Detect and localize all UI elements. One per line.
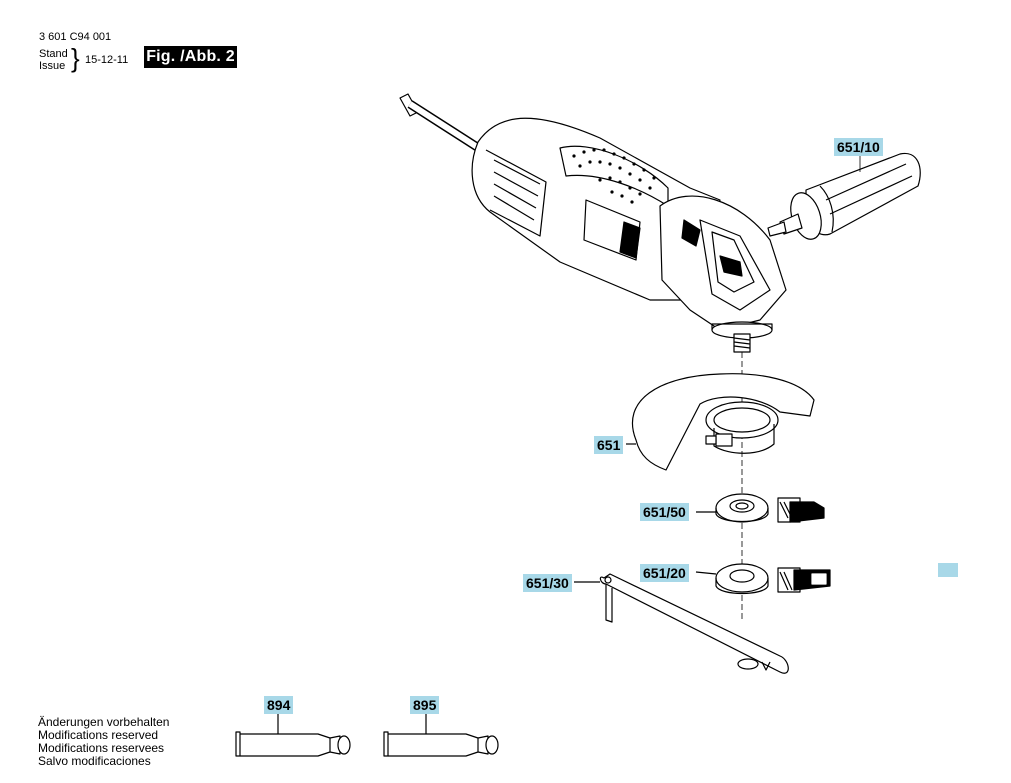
note-german: Änderungen vorbehalten <box>38 715 170 729</box>
grinder-body-drawing <box>471 117 787 353</box>
wheel-guard-drawing <box>626 373 815 471</box>
stand-label: Stand <box>39 48 68 60</box>
grease-tube-894-drawing <box>235 714 351 757</box>
side-handle-drawing <box>767 152 921 240</box>
note-spanish: Salvo modificaciones <box>38 754 151 768</box>
part-label-895: 895 <box>410 696 440 714</box>
part-label-651-50: 651/50 <box>640 503 689 521</box>
part-label-651: 651 <box>594 436 624 454</box>
brace-glyph: } <box>71 43 80 73</box>
part-label-651-30: 651/30 <box>523 574 572 592</box>
mounting-flange-drawing <box>696 493 825 523</box>
part-label-651-20: 651/20 <box>640 564 689 582</box>
two-pin-spanner-drawing <box>574 573 789 674</box>
grease-tube-895-drawing <box>383 714 499 757</box>
note-english: Modifications reserved <box>38 728 159 742</box>
modification-notes: Änderungen vorbehalten Modifications res… <box>38 716 169 768</box>
issue-label: Issue <box>39 60 66 72</box>
issue-date: 15-12-11 <box>85 54 129 66</box>
note-french: Modifications reservees <box>38 741 165 755</box>
housing-texture-dots <box>572 148 656 204</box>
tab-marker <box>938 563 958 577</box>
document-number: 3 601 C94 001 <box>39 31 112 43</box>
clamping-nut-drawing <box>695 563 831 595</box>
figure-label: Fig. /Abb. 2 <box>144 46 237 68</box>
part-label-651-10: 651/10 <box>834 138 883 156</box>
part-label-894: 894 <box>264 696 294 714</box>
power-cord-drawing <box>399 93 491 158</box>
